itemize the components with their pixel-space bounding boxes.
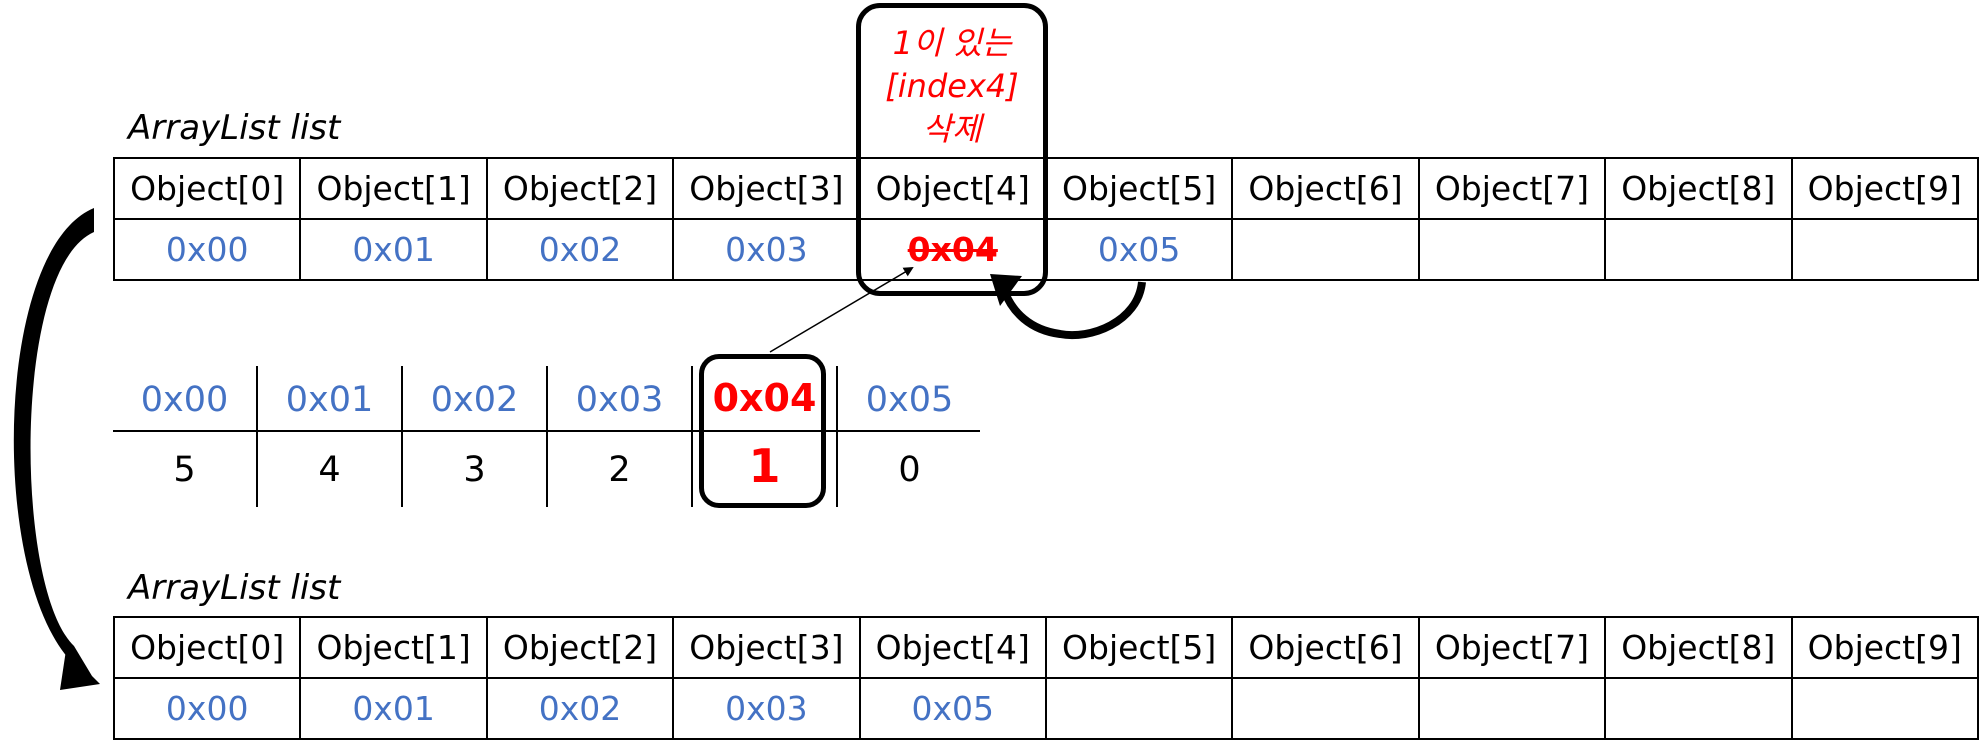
transition-arrowhead <box>60 650 100 690</box>
top-array-address-8 <box>1604 218 1793 281</box>
bottom-array-address-row: 0x00 0x01 0x02 0x03 0x05 <box>112 677 1979 740</box>
stack-separator-5 <box>836 366 838 507</box>
top-array-header-6: Object[6] <box>1231 157 1420 220</box>
top-array-header-2: Object[2] <box>485 157 675 220</box>
stack-separator-1 <box>256 366 258 507</box>
stack-separator-2 <box>401 366 403 507</box>
bottom-array-address-3: 0x03 <box>672 677 861 740</box>
stack-value-1: 4 <box>318 450 341 490</box>
top-array-address-4-deleted: 0x04 <box>858 218 1047 281</box>
stack-address-5: 0x05 <box>865 380 954 420</box>
top-array-address-7 <box>1417 218 1607 281</box>
stack-address-3: 0x03 <box>575 380 664 420</box>
shift-left-arrowhead <box>990 274 1022 306</box>
bottom-array-title: ArrayList list <box>128 568 341 608</box>
shift-left-arrow <box>1000 281 1146 340</box>
top-array-table: Object[0] Object[1] Object[2] Object[3] … <box>112 157 1979 281</box>
delete-note-line-1: 1이 있는 <box>892 24 1012 62</box>
bottom-array-header-7: Object[7] <box>1417 616 1607 679</box>
bottom-array-address-4: 0x05 <box>858 677 1047 740</box>
top-array-header-7: Object[7] <box>1417 157 1607 220</box>
stack-address-2: 0x02 <box>430 380 519 420</box>
stack-value-3: 2 <box>608 450 631 490</box>
top-array-address-9 <box>1790 218 1979 281</box>
bottom-array-address-5 <box>1044 677 1234 740</box>
top-array-header-1: Object[1] <box>299 157 488 220</box>
delete-note-line-2: [index4] <box>885 67 1019 105</box>
top-array-address-0: 0x00 <box>112 218 302 281</box>
stack-address-1: 0x01 <box>285 380 374 420</box>
stack-highlight-box <box>699 354 826 508</box>
bottom-array-header-8: Object[8] <box>1604 616 1793 679</box>
transition-arrow <box>13 208 94 676</box>
top-array-address-row: 0x00 0x01 0x02 0x03 0x04 0x05 <box>112 218 1979 281</box>
top-array-address-5: 0x05 <box>1044 218 1234 281</box>
bottom-array-header-5: Object[5] <box>1044 616 1234 679</box>
stack-value-2: 3 <box>463 450 486 490</box>
bottom-array-header-6: Object[6] <box>1231 616 1420 679</box>
bottom-array-header-2: Object[2] <box>485 616 675 679</box>
bottom-array-address-1: 0x01 <box>299 677 488 740</box>
stack-address-4-highlighted: 0x04 <box>712 376 817 420</box>
bottom-array-address-0: 0x00 <box>112 677 302 740</box>
stack-separator-4 <box>691 366 693 507</box>
bottom-array-header-4: Object[4] <box>858 616 1047 679</box>
bottom-array-address-9 <box>1790 677 1979 740</box>
top-array-address-1: 0x01 <box>299 218 488 281</box>
top-array-header-0: Object[0] <box>112 157 302 220</box>
bottom-array-header-9: Object[9] <box>1790 616 1979 679</box>
stack-value-5: 0 <box>898 450 921 490</box>
bottom-array-address-6 <box>1231 677 1420 740</box>
bottom-array-table: Object[0] Object[1] Object[2] Object[3] … <box>112 616 1979 740</box>
delete-note-line-3: 삭제 <box>922 110 982 148</box>
bottom-array-header-3: Object[3] <box>672 616 861 679</box>
top-array-header-4: Object[4] <box>858 157 1047 220</box>
top-array-header-row: Object[0] Object[1] Object[2] Object[3] … <box>112 157 1979 220</box>
stack-value-4-highlighted: 1 <box>748 439 781 493</box>
top-array-address-3: 0x03 <box>672 218 861 281</box>
delete-note: 1이 있는 [index4] 삭제 <box>864 22 1040 151</box>
stack-separator-3 <box>546 366 548 507</box>
bottom-array-header-row: Object[0] Object[1] Object[2] Object[3] … <box>112 616 1979 679</box>
bottom-array-header-0: Object[0] <box>112 616 302 679</box>
bottom-array-address-7 <box>1417 677 1607 740</box>
top-array-header-3: Object[3] <box>672 157 861 220</box>
stack-value-0: 5 <box>173 450 196 490</box>
reference-pointer-arrow <box>769 266 914 353</box>
top-array-address-6 <box>1231 218 1420 281</box>
top-array-header-9: Object[9] <box>1790 157 1979 220</box>
bottom-array-address-2: 0x02 <box>485 677 675 740</box>
bottom-array-address-8 <box>1604 677 1793 740</box>
top-array-title: ArrayList list <box>128 108 341 148</box>
bottom-array-header-1: Object[1] <box>299 616 488 679</box>
top-array-address-2: 0x02 <box>485 218 675 281</box>
deleted-element-highlight-box <box>856 3 1048 296</box>
stack-address-0: 0x00 <box>140 380 229 420</box>
top-array-header-8: Object[8] <box>1604 157 1793 220</box>
